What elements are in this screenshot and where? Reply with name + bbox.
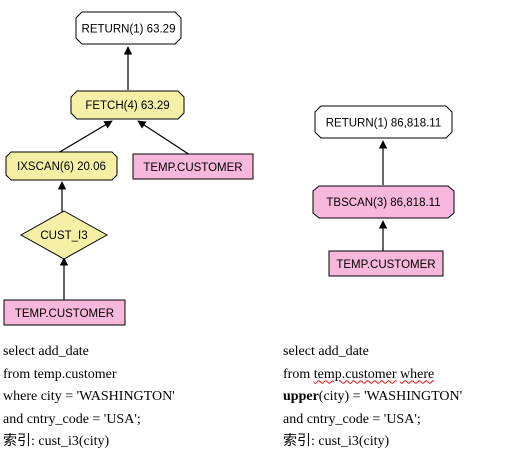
fetch-node-label: FETCH(4) 63.29 xyxy=(85,100,169,112)
right-sql-query: select add_date from temp.customer where… xyxy=(283,341,462,454)
left-sql-line-from: from temp.customer xyxy=(3,366,117,382)
right-sql-line-upper: upper(city) = 'WASHINGTON' xyxy=(283,386,462,409)
tbscan-node-label: TBSCAN(3) 86,818.11 xyxy=(326,197,440,209)
left-sql-line-select: select add_date xyxy=(3,344,89,359)
edge-ixscan-to-fetch xyxy=(57,120,113,154)
right-sql-where-keyword: where xyxy=(400,366,435,382)
return-node-right-label: RETURN(1) 86,818.11 xyxy=(326,118,441,130)
right-sql-from-keyword: from xyxy=(283,366,314,382)
ixscan-node-label: IXSCAN(6) 20.06 xyxy=(17,161,106,173)
right-table-node-label: TEMP.CUSTOMER xyxy=(336,259,435,271)
tbscan-node: TBSCAN(3) 86,818.11 xyxy=(312,185,455,219)
edge-table-to-fetch xyxy=(137,120,191,156)
return-node-left: RETURN(1) 63.29 xyxy=(75,11,182,45)
right-table-node: TEMP.CUSTOMER xyxy=(328,250,444,277)
right-sql-table-name: temp.customer xyxy=(313,366,397,382)
return-node-right: RETURN(1) 86,818.11 xyxy=(314,105,453,139)
fetch-table-node-label: TEMP.CUSTOMER xyxy=(143,162,242,174)
return-node-left-label: RETURN(1) 63.29 xyxy=(82,24,176,36)
fetch-node: FETCH(4) 63.29 xyxy=(70,90,185,120)
left-sql-line-where: where city = 'WASHINGTON' xyxy=(3,389,175,404)
right-sql-line-from: from temp.customer where xyxy=(283,364,462,387)
fetch-table-node: TEMP.CUSTOMER xyxy=(132,153,254,180)
left-sql-line-and: and cntry_code = 'USA'; xyxy=(3,411,141,427)
right-sql-upper-function: upper xyxy=(283,389,319,404)
right-sql-line-select: select add_date xyxy=(283,344,369,359)
left-sql-query: select add_date from temp.customer where… xyxy=(3,341,175,454)
left-sql-line-index: 索引: cust_i3(city) xyxy=(3,434,110,449)
index-table-node-label: TEMP.CUSTOMER xyxy=(15,308,114,320)
right-sql-upper-condition: (city) = 'WASHINGTON' xyxy=(318,389,463,404)
right-sql-line-index: 索引: cust_i3(city) xyxy=(283,434,390,449)
ixscan-node: IXSCAN(6) 20.06 xyxy=(5,151,118,181)
index-node-label: CUST_I3 xyxy=(40,230,87,242)
right-sql-line-and: and cntry_code = 'USA'; xyxy=(283,411,421,427)
index-table-node: TEMP.CUSTOMER xyxy=(3,299,126,326)
index-node: CUST_I3 xyxy=(19,210,109,260)
